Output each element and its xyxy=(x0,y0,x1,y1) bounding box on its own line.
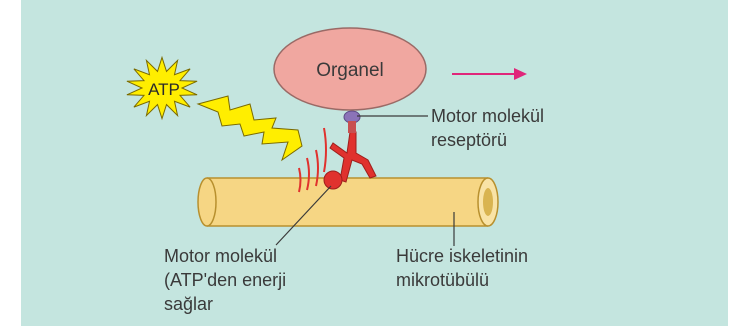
organelle: Organel xyxy=(274,28,426,110)
motor-receptor xyxy=(344,111,360,133)
motor-label-line-1: Motor molekül xyxy=(164,246,277,266)
receptor-label-line-1: Motor molekül xyxy=(431,106,544,126)
energy-bolt xyxy=(198,96,302,160)
organelle-label: Organel xyxy=(316,60,384,81)
motor-label-line-3: sağlar xyxy=(164,294,213,314)
motor-label-line-2: (ATP'den enerji xyxy=(164,270,286,290)
receptor-label-line-2: reseptörü xyxy=(431,130,507,150)
atp-burst: ATP xyxy=(127,57,197,118)
microtubule-label-line-2: mikrotübülü xyxy=(396,270,489,290)
atp-label: ATP xyxy=(148,80,180,99)
microtubule-label-line-1: Hücre iskeletinin xyxy=(396,246,528,266)
direction-arrow xyxy=(452,68,527,80)
microtubule xyxy=(198,178,498,226)
